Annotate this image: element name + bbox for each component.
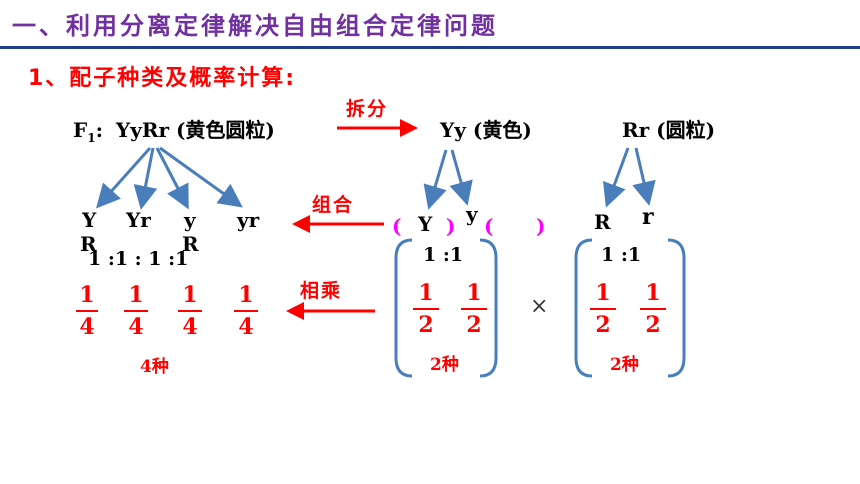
fraction-denominator: 4: [79, 314, 95, 340]
title-divider: [0, 46, 860, 49]
section-heading: 1、配子种类及概率计算:: [28, 66, 297, 91]
middle-bracket: [394, 238, 498, 378]
right-ratio: 1 :1: [601, 244, 642, 266]
fraction-numerator: 1: [182, 282, 198, 308]
multiply-label: 相乘: [300, 280, 343, 302]
fraction-denominator: 2: [418, 312, 434, 338]
yy-phenotype: (黄色): [472, 118, 532, 142]
fraction-bar: [640, 308, 666, 310]
left-kinds: 4种: [140, 357, 169, 377]
gamete-right-r: r: [642, 204, 654, 230]
middle-kinds: 2种: [430, 355, 459, 375]
f1-branch-arrows: [96, 146, 243, 210]
slide-title: 一、利用分离定律解决自由组合定律问题: [12, 12, 498, 40]
f1-label: F1: YyRr (黄色圆粒): [73, 114, 275, 145]
fraction-bar: [178, 310, 202, 312]
blank-paren-open-1: (: [392, 214, 402, 238]
left-ratio: 1 :1 : 1 :1: [88, 248, 189, 270]
fraction-denominator: 2: [645, 312, 661, 338]
fraction-numerator: 1: [595, 280, 611, 306]
yy-branch-arrows: [423, 149, 473, 210]
fraction-numerator: 1: [466, 280, 482, 306]
rr-branch-arrows: [602, 147, 656, 208]
gamete-R-under-Y: R: [80, 232, 97, 256]
blank-paren-close-2: ): [536, 214, 546, 238]
f1-subscript: 1: [87, 131, 96, 145]
rr-genotype: Rr: [622, 118, 650, 142]
fraction-bar: [234, 310, 258, 312]
fraction-bar: [124, 310, 148, 312]
yy-genotype: Yy: [440, 118, 466, 142]
fraction-denominator: 2: [466, 312, 482, 338]
fraction-bar: [461, 308, 487, 310]
gamete-Y: Y: [82, 208, 97, 232]
f1-phenotype: (黄色圆粒): [175, 118, 275, 142]
fraction-bar: [76, 310, 98, 312]
blank-paren-close-1: ): [446, 214, 456, 238]
gamete-Yr: Yr: [126, 208, 151, 232]
rr-phenotype: (圆粒): [656, 118, 716, 142]
fraction-denominator: 4: [182, 314, 198, 340]
fraction-numerator: 1: [79, 282, 95, 308]
fraction-bar: [413, 308, 439, 310]
fraction-bar: [590, 308, 616, 310]
blank-paren-open-2: (: [484, 214, 494, 238]
gamete-middle-Y: Y: [418, 212, 433, 236]
yy-label: Yy (黄色): [440, 114, 532, 143]
fraction-denominator: 4: [128, 314, 144, 340]
fraction-numerator: 1: [128, 282, 144, 308]
f1-colon: :: [95, 118, 103, 142]
right-kinds: 2种: [610, 355, 639, 375]
f1-prefix: F: [73, 118, 88, 142]
combine-label: 组合: [312, 194, 355, 216]
fraction-denominator: 4: [238, 314, 254, 340]
gamete-yr: yr: [237, 208, 260, 232]
fraction-numerator: 1: [418, 280, 434, 306]
fraction-numerator: 1: [238, 282, 254, 308]
rr-label: Rr (圆粒): [622, 114, 715, 143]
gamete-R-under-y: R: [182, 232, 199, 256]
gamete-middle-y: y: [466, 202, 478, 226]
right-bracket: [574, 238, 686, 378]
middle-ratio: 1 :1: [423, 244, 464, 266]
multiply-sign: ×: [530, 294, 549, 319]
gamete-right-R: R: [594, 210, 611, 234]
f1-genotype: YyRr: [115, 118, 169, 142]
split-label: 拆分: [346, 98, 389, 120]
gamete-y: y: [184, 208, 196, 232]
fraction-denominator: 2: [595, 312, 611, 338]
fraction-numerator: 1: [645, 280, 661, 306]
